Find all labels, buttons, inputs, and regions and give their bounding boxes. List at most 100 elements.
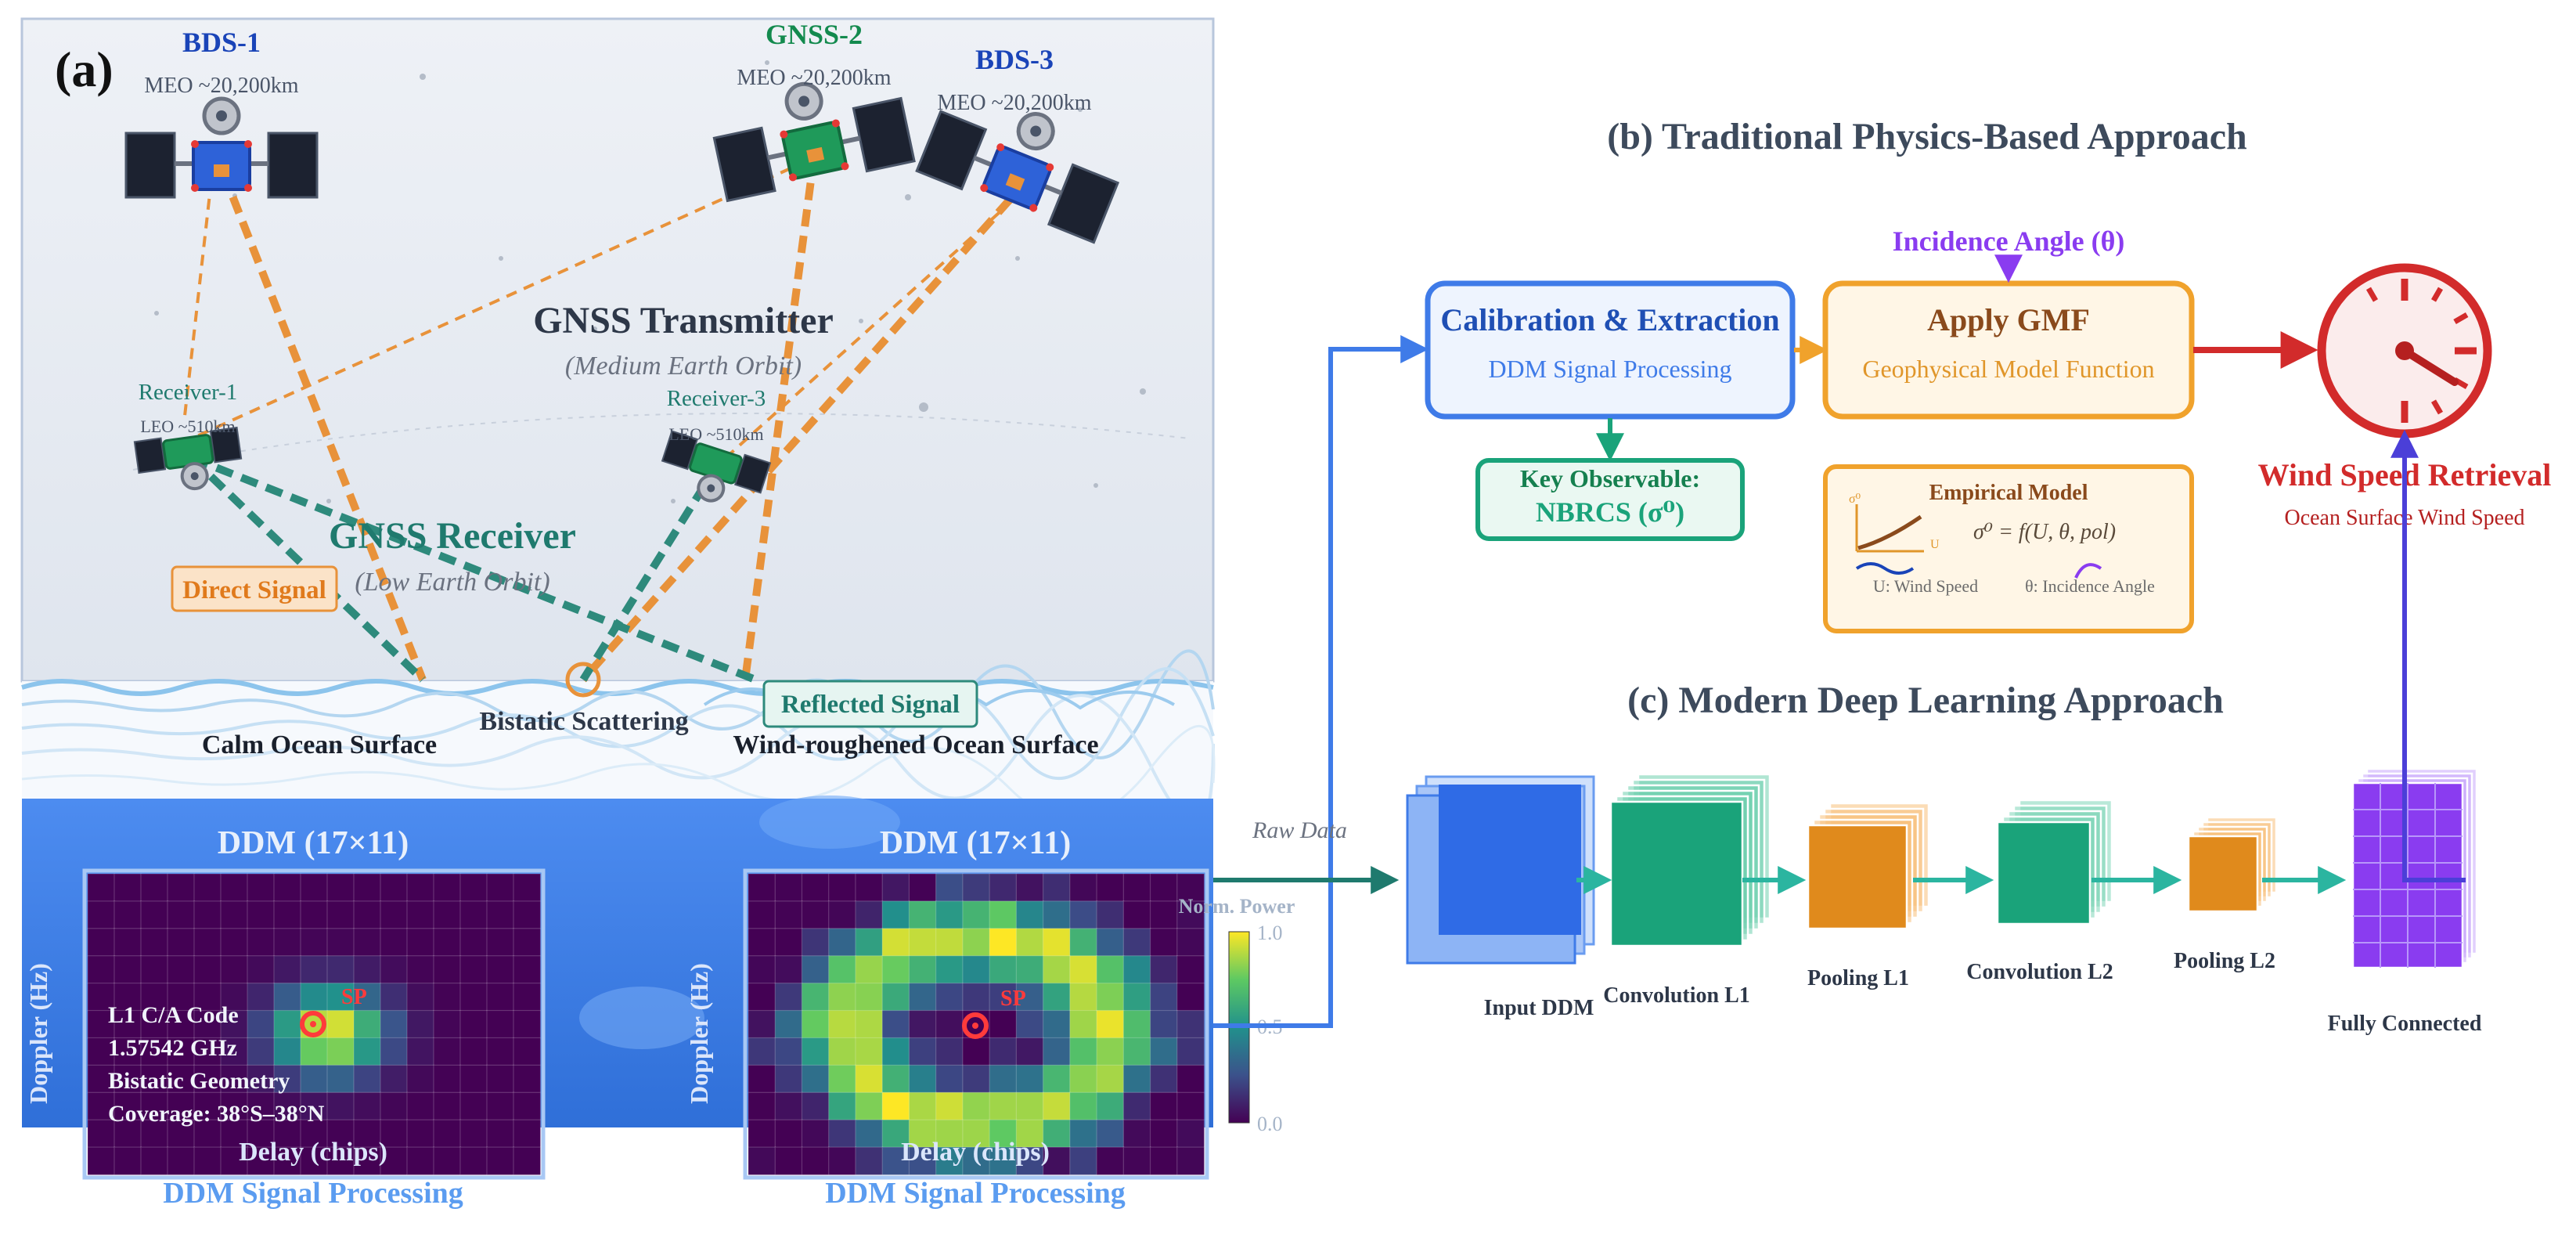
ddm-cell [300,900,329,929]
ddm-cell [774,983,803,1012]
ddm-cell [353,1009,382,1039]
ddm-cell [1122,983,1151,1012]
colorbar-label: Norm. Power [1179,895,1295,918]
wind-gauge-icon [2317,263,2492,438]
transmitter-to-surface-paths [219,156,1013,683]
ddm-cell [1042,873,1071,903]
ddm-cell [1122,1037,1151,1066]
ddm-cell [855,983,884,1012]
ddm-cell [908,955,937,984]
ddm-cell [220,900,249,929]
feature-map [2187,835,2259,913]
ddm-cell [748,983,776,1012]
ddm-cell [433,900,462,929]
ddm-cell [513,955,542,984]
cnn-conv2-layer [1996,799,2113,925]
gauge-tick [2453,312,2469,325]
ddm-left-y-axis: Doppler (Hz) [24,963,52,1104]
cnn-layer-label: Convolution L1 [1603,983,1750,1008]
ddm-right-footer: DDM Signal Processing [825,1177,1126,1210]
ddm-cell [247,873,276,903]
ddm-cell [801,928,830,957]
ddm-cell [1149,955,1178,984]
ddm-cell [220,1119,249,1149]
ddm-cell [353,873,382,903]
cnn-fc-layer [2351,767,2478,969]
ddm-cell [801,1091,830,1121]
ddm-cell [486,1119,515,1149]
ddm-cell [459,983,488,1012]
ddm-cell [353,955,382,984]
ddm-cell [748,1009,776,1039]
ddm-cell [855,1037,884,1066]
ddm-cell [1149,983,1178,1012]
ddm-cell [1096,928,1125,957]
ddm-cell [513,1009,542,1039]
ddm-cell [828,1091,857,1121]
ddm-cell [167,1091,196,1121]
ddm-cell [193,1119,222,1149]
ddm-cell [113,955,142,984]
ddm-cell [220,1064,249,1094]
ddm-cell [748,1091,776,1121]
ddm-cell [855,1091,884,1121]
cnn-pool2-layer [2187,816,2278,913]
cnn-layer-label: Convolution L2 [1966,960,2113,984]
satellite-name: BDS-1 [182,27,261,58]
feature-map [1996,821,2091,925]
ddm-cell [935,1091,964,1121]
ddm-cell [433,983,462,1012]
ddm-cell [989,1009,1018,1039]
receiver-subtitle: (Low Earth Orbit) [355,568,549,597]
ddm-cell [1096,1091,1125,1121]
ddm-cell [406,1064,435,1094]
receiver-1-satellite [133,426,243,491]
ddm-right-title: DDM (17×11) [880,825,1071,861]
ddm-cell [513,1037,542,1066]
ddm-cell [459,1119,488,1149]
empirical-curve-icon: σ⁰ U [1849,492,1940,553]
ddm-cell [300,955,329,984]
wind-wave-icon [1855,562,1915,575]
ddm-cell [1149,1119,1178,1149]
ddm-cell [774,873,803,903]
ddm-cell [273,928,302,957]
satellite-name: GNSS-2 [766,19,863,50]
ddm-cell [380,1064,409,1094]
ddm-cell [748,1119,776,1149]
ddm-cell [1096,983,1125,1012]
ddm-cell [326,1091,355,1121]
bistatic-scattering-label: Bistatic Scattering [479,707,688,736]
ddm-cell [828,983,857,1012]
ddm-cell [855,928,884,957]
calibration-subtitle: DDM Signal Processing [1488,355,1731,383]
feature-map [1609,800,1744,947]
ddm-cell [167,1037,196,1066]
nbrcs-label: NBRCS (σ⁰) [1536,496,1684,528]
ddm-cell [1096,1119,1125,1149]
ddm-cell [273,1009,302,1039]
ddm-cell [1149,873,1178,903]
ddm-cell [433,1091,462,1121]
key-observable-label: Key Observable: [1520,464,1700,492]
ddm-right-y-axis: Doppler (Hz) [685,963,713,1104]
ddm-cell [326,983,355,1012]
calm-ocean-label: Calm Ocean Surface [202,731,437,759]
ddm-cell [1015,1009,1044,1039]
ddm-cell [326,1009,355,1039]
ddm-cell [1042,1091,1071,1121]
ddm-section: DDM (17×11) Doppler (Hz) Delay (chips) D… [22,795,1295,1210]
panel-c-title: (c) Modern Deep Learning Approach [1627,680,2224,721]
ddm-cell [962,1146,991,1176]
ddm-cell [1096,955,1125,984]
ddm-left-frame [82,868,546,1180]
satellite-bds-3 [915,110,1120,244]
ddm-cell [406,1091,435,1121]
angle-arc-icon [2074,563,2102,579]
ddm-cell [1069,1009,1098,1039]
ddm-cell [1176,983,1205,1012]
ddm-left-heatmap [87,873,542,1176]
ddm-cell [300,983,329,1012]
ddm-cell [1122,1009,1151,1039]
ddm-cell [855,1146,884,1176]
